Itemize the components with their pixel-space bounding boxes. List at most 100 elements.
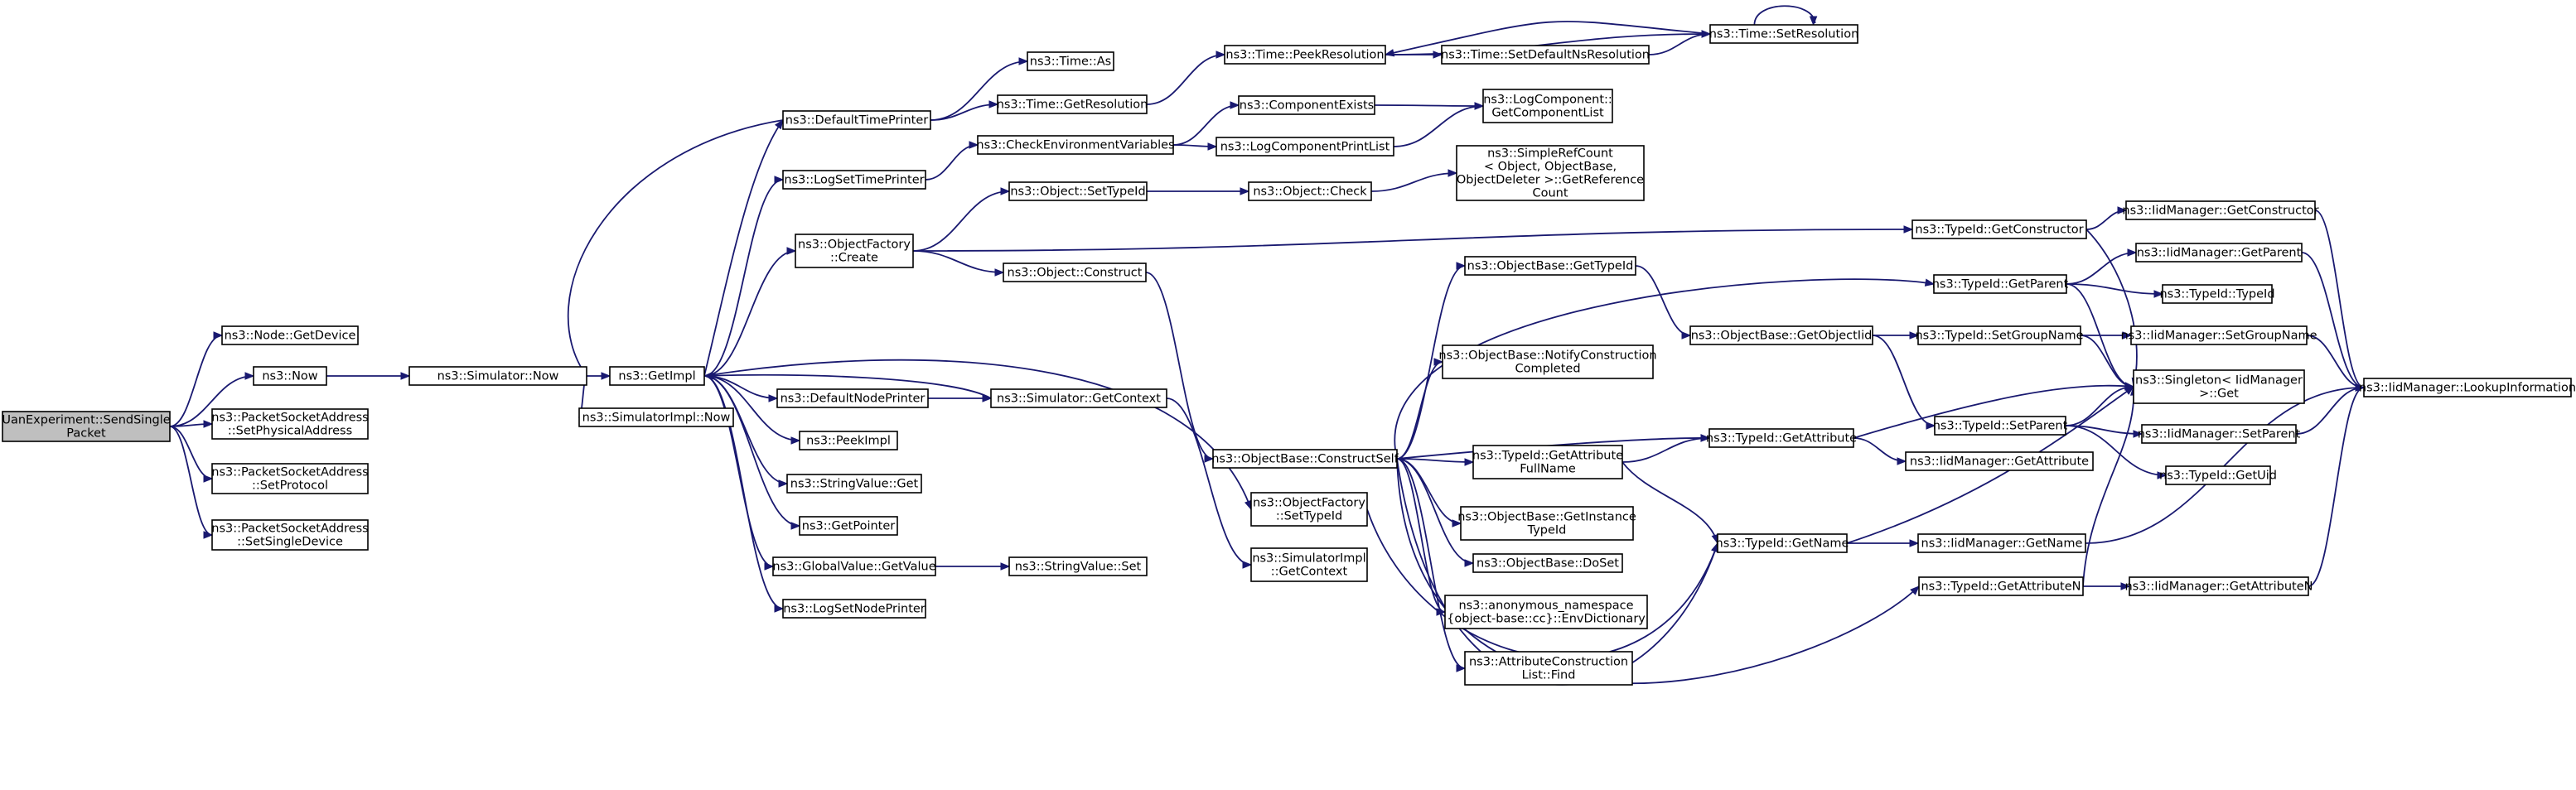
function-node-box[interactable] — [977, 135, 1174, 155]
function-node-box[interactable] — [782, 599, 926, 619]
function-node[interactable]: ns3::IidManager::SetGroupName — [2120, 325, 2317, 345]
function-node[interactable]: ns3::GetPointer — [799, 516, 898, 536]
function-node-box[interactable] — [1905, 451, 2094, 471]
function-node-box[interactable] — [1250, 492, 1368, 527]
function-node-box[interactable] — [1250, 547, 1368, 582]
function-node[interactable]: ns3::Time::PeekResolution — [1224, 45, 1386, 65]
function-node[interactable]: ns3::TypeId::SetParent — [1933, 416, 2068, 436]
function-node-box[interactable] — [1472, 445, 1623, 479]
function-node[interactable]: ns3::Time::GetResolution — [997, 94, 1148, 114]
function-node[interactable]: ns3::SimulatorImpl::GetContext — [1250, 547, 1368, 582]
function-node-box[interactable] — [1008, 556, 1148, 576]
function-node[interactable]: ns3::anonymous_namespace{object-base::cc… — [1444, 595, 1648, 629]
function-node-box[interactable] — [1482, 89, 1613, 123]
function-node-box[interactable] — [1917, 533, 2086, 553]
function-node[interactable]: ns3::LogSetNodePrinter — [782, 599, 926, 619]
function-node-box[interactable] — [221, 325, 359, 345]
function-node[interactable]: ns3::PacketSocketAddress::SetProtocol — [211, 463, 369, 494]
function-node[interactable]: ns3::TypeId::GetUid — [2159, 465, 2277, 485]
function-node-box[interactable] — [1934, 416, 2066, 436]
function-node-box[interactable] — [782, 110, 931, 130]
function-node[interactable]: ns3::LogSetTimePrinter — [782, 170, 926, 190]
function-node-box[interactable] — [1441, 45, 1650, 65]
function-node-box[interactable] — [2141, 424, 2297, 444]
function-node[interactable]: ns3::ObjectFactory::Create — [795, 234, 914, 268]
function-node[interactable]: ns3::IidManager::GetConstructor — [2122, 200, 2319, 220]
function-node[interactable]: ns3::ObjectFactory::SetTypeId — [1250, 492, 1368, 527]
function-node-box[interactable] — [1464, 256, 1636, 276]
function-node-box[interactable] — [776, 388, 929, 408]
function-node[interactable]: ns3::PacketSocketAddress::SetPhysicalAdd… — [211, 408, 369, 440]
function-node[interactable]: ns3::ComponentExists — [1238, 95, 1375, 115]
function-node[interactable]: ns3::TypeId::TypeId — [2159, 284, 2275, 304]
function-node[interactable]: ns3::IidManager::GetAttribute — [1905, 451, 2094, 471]
function-node-box[interactable] — [1717, 533, 1848, 553]
function-node-box[interactable] — [211, 519, 369, 551]
function-node[interactable]: ns3::Object::Construct — [1003, 263, 1147, 282]
function-node-box[interactable] — [799, 431, 898, 450]
function-node[interactable]: ns3::LogComponent::GetComponentList — [1482, 89, 1613, 123]
function-node-box[interactable] — [408, 366, 587, 386]
function-node-box[interactable] — [2165, 465, 2271, 485]
function-node[interactable]: ns3::StringValue::Set — [1008, 556, 1148, 576]
function-node[interactable]: ns3::GetImpl — [609, 366, 705, 386]
function-node-box[interactable] — [1444, 595, 1648, 629]
function-node[interactable]: ns3::Simulator::Now — [408, 366, 587, 386]
function-node-box[interactable] — [1460, 506, 1634, 541]
function-node[interactable]: ns3::ObjectBase::NotifyConstructionCompl… — [1438, 344, 1657, 379]
function-node[interactable]: ns3::Object::Check — [1248, 181, 1372, 201]
function-node[interactable]: ns3::TypeId::GetParent — [1932, 274, 2069, 294]
function-node-box[interactable] — [1456, 145, 1645, 201]
function-node[interactable]: ns3::GlobalValue::GetValue — [772, 556, 936, 576]
function-node-box[interactable] — [2363, 378, 2572, 397]
function-node[interactable]: ns3::SimpleRefCount< Object, ObjectBase,… — [1456, 145, 1645, 201]
function-node-box[interactable] — [2135, 243, 2303, 263]
function-node[interactable]: ns3::DefaultTimePrinter — [782, 110, 931, 130]
function-node-box[interactable] — [1933, 274, 2067, 294]
function-node[interactable]: ns3::IidManager::LookupInformation — [2359, 378, 2576, 397]
function-node[interactable]: ns3::Simulator::GetContext — [990, 388, 1167, 408]
function-node-box[interactable] — [782, 170, 926, 190]
function-node[interactable]: ns3::ObjectBase::GetObjectIid — [1689, 325, 1873, 345]
function-node-box[interactable] — [609, 366, 705, 386]
function-node[interactable]: ns3::StringValue::Get — [786, 474, 922, 494]
function-node-box[interactable] — [1248, 181, 1372, 201]
function-node-box[interactable] — [997, 94, 1148, 114]
function-node-box[interactable] — [253, 366, 327, 386]
function-node[interactable]: ns3::IidManager::SetParent — [2138, 424, 2301, 444]
function-node[interactable]: ns3::IidManager::GetAttributeN — [2124, 576, 2313, 596]
function-node[interactable]: ns3::CheckEnvironmentVariables — [976, 135, 1175, 155]
function-node-box[interactable] — [2162, 284, 2273, 304]
function-node-box[interactable] — [1917, 325, 2081, 345]
function-node-box[interactable] — [786, 474, 922, 494]
function-node[interactable]: ns3::Node::GetDevice — [221, 325, 359, 345]
function-node-box[interactable] — [1238, 95, 1375, 115]
function-node-box[interactable] — [2129, 576, 2309, 596]
function-node-box[interactable] — [1008, 181, 1148, 201]
function-node-box[interactable] — [795, 234, 914, 268]
function-node[interactable]: ns3::TypeId::GetName — [1716, 533, 1849, 553]
function-node-box[interactable] — [1709, 24, 1858, 44]
function-node-box[interactable] — [211, 463, 369, 494]
function-node[interactable]: ns3::IidManager::GetName — [1917, 533, 2086, 553]
function-node[interactable]: ns3::PacketSocketAddress::SetSingleDevic… — [211, 519, 369, 551]
function-node-box[interactable] — [1216, 137, 1394, 157]
function-node-box[interactable] — [1464, 651, 1633, 686]
function-node-box[interactable] — [578, 407, 734, 427]
function-node-box[interactable] — [1224, 45, 1386, 65]
function-node[interactable]: ns3::IidManager::GetParent — [2135, 243, 2303, 263]
function-node-box[interactable] — [1003, 263, 1147, 282]
function-node[interactable]: ns3::ObjectBase::ConstructSelf — [1211, 449, 1399, 469]
function-node-box[interactable] — [2125, 200, 2316, 220]
function-node[interactable]: ns3::Object::SetTypeId — [1008, 181, 1148, 201]
function-node-box[interactable] — [990, 388, 1167, 408]
function-node-box[interactable] — [1027, 51, 1114, 71]
function-node[interactable]: ns3::ObjectBase::DoSet — [1472, 553, 1623, 573]
function-node[interactable]: ns3::Singleton< IidManager>::Get — [2133, 369, 2305, 404]
function-node-box[interactable] — [1472, 553, 1623, 573]
function-node-box[interactable] — [772, 556, 936, 576]
function-node[interactable]: ns3::PeekImpl — [799, 431, 898, 450]
function-node-box[interactable] — [211, 408, 369, 440]
